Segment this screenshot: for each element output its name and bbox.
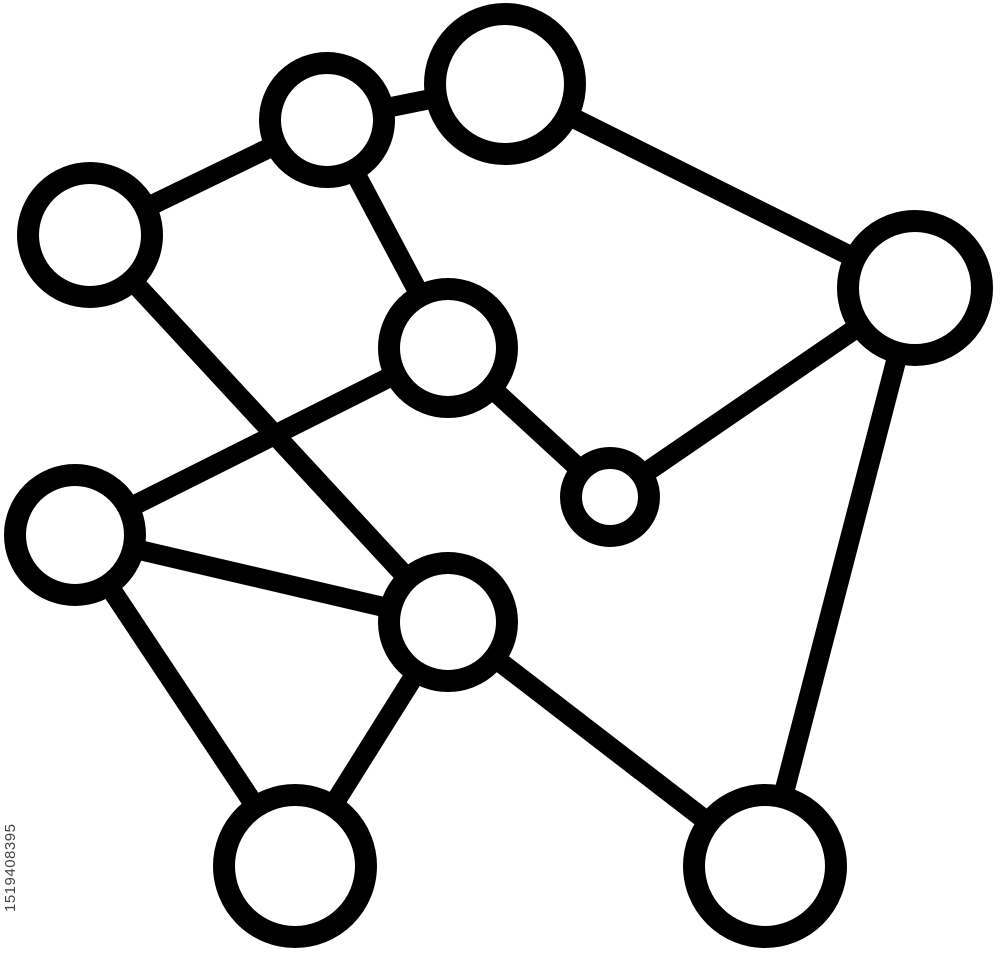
node-n8	[378, 552, 518, 692]
stock-id-watermark: 1519408395	[2, 823, 19, 912]
node-n3	[424, 3, 586, 165]
node-n2	[259, 52, 395, 188]
edges-layer	[65, 74, 925, 876]
node-n1	[17, 162, 163, 308]
edge-n4-n10	[755, 278, 925, 876]
node-n4	[837, 210, 993, 366]
node-n10	[683, 784, 847, 948]
node-n5	[378, 278, 518, 418]
node-n9	[213, 784, 377, 948]
node-n6	[560, 447, 660, 547]
node-n7	[4, 464, 146, 606]
nodes-layer	[4, 3, 993, 948]
